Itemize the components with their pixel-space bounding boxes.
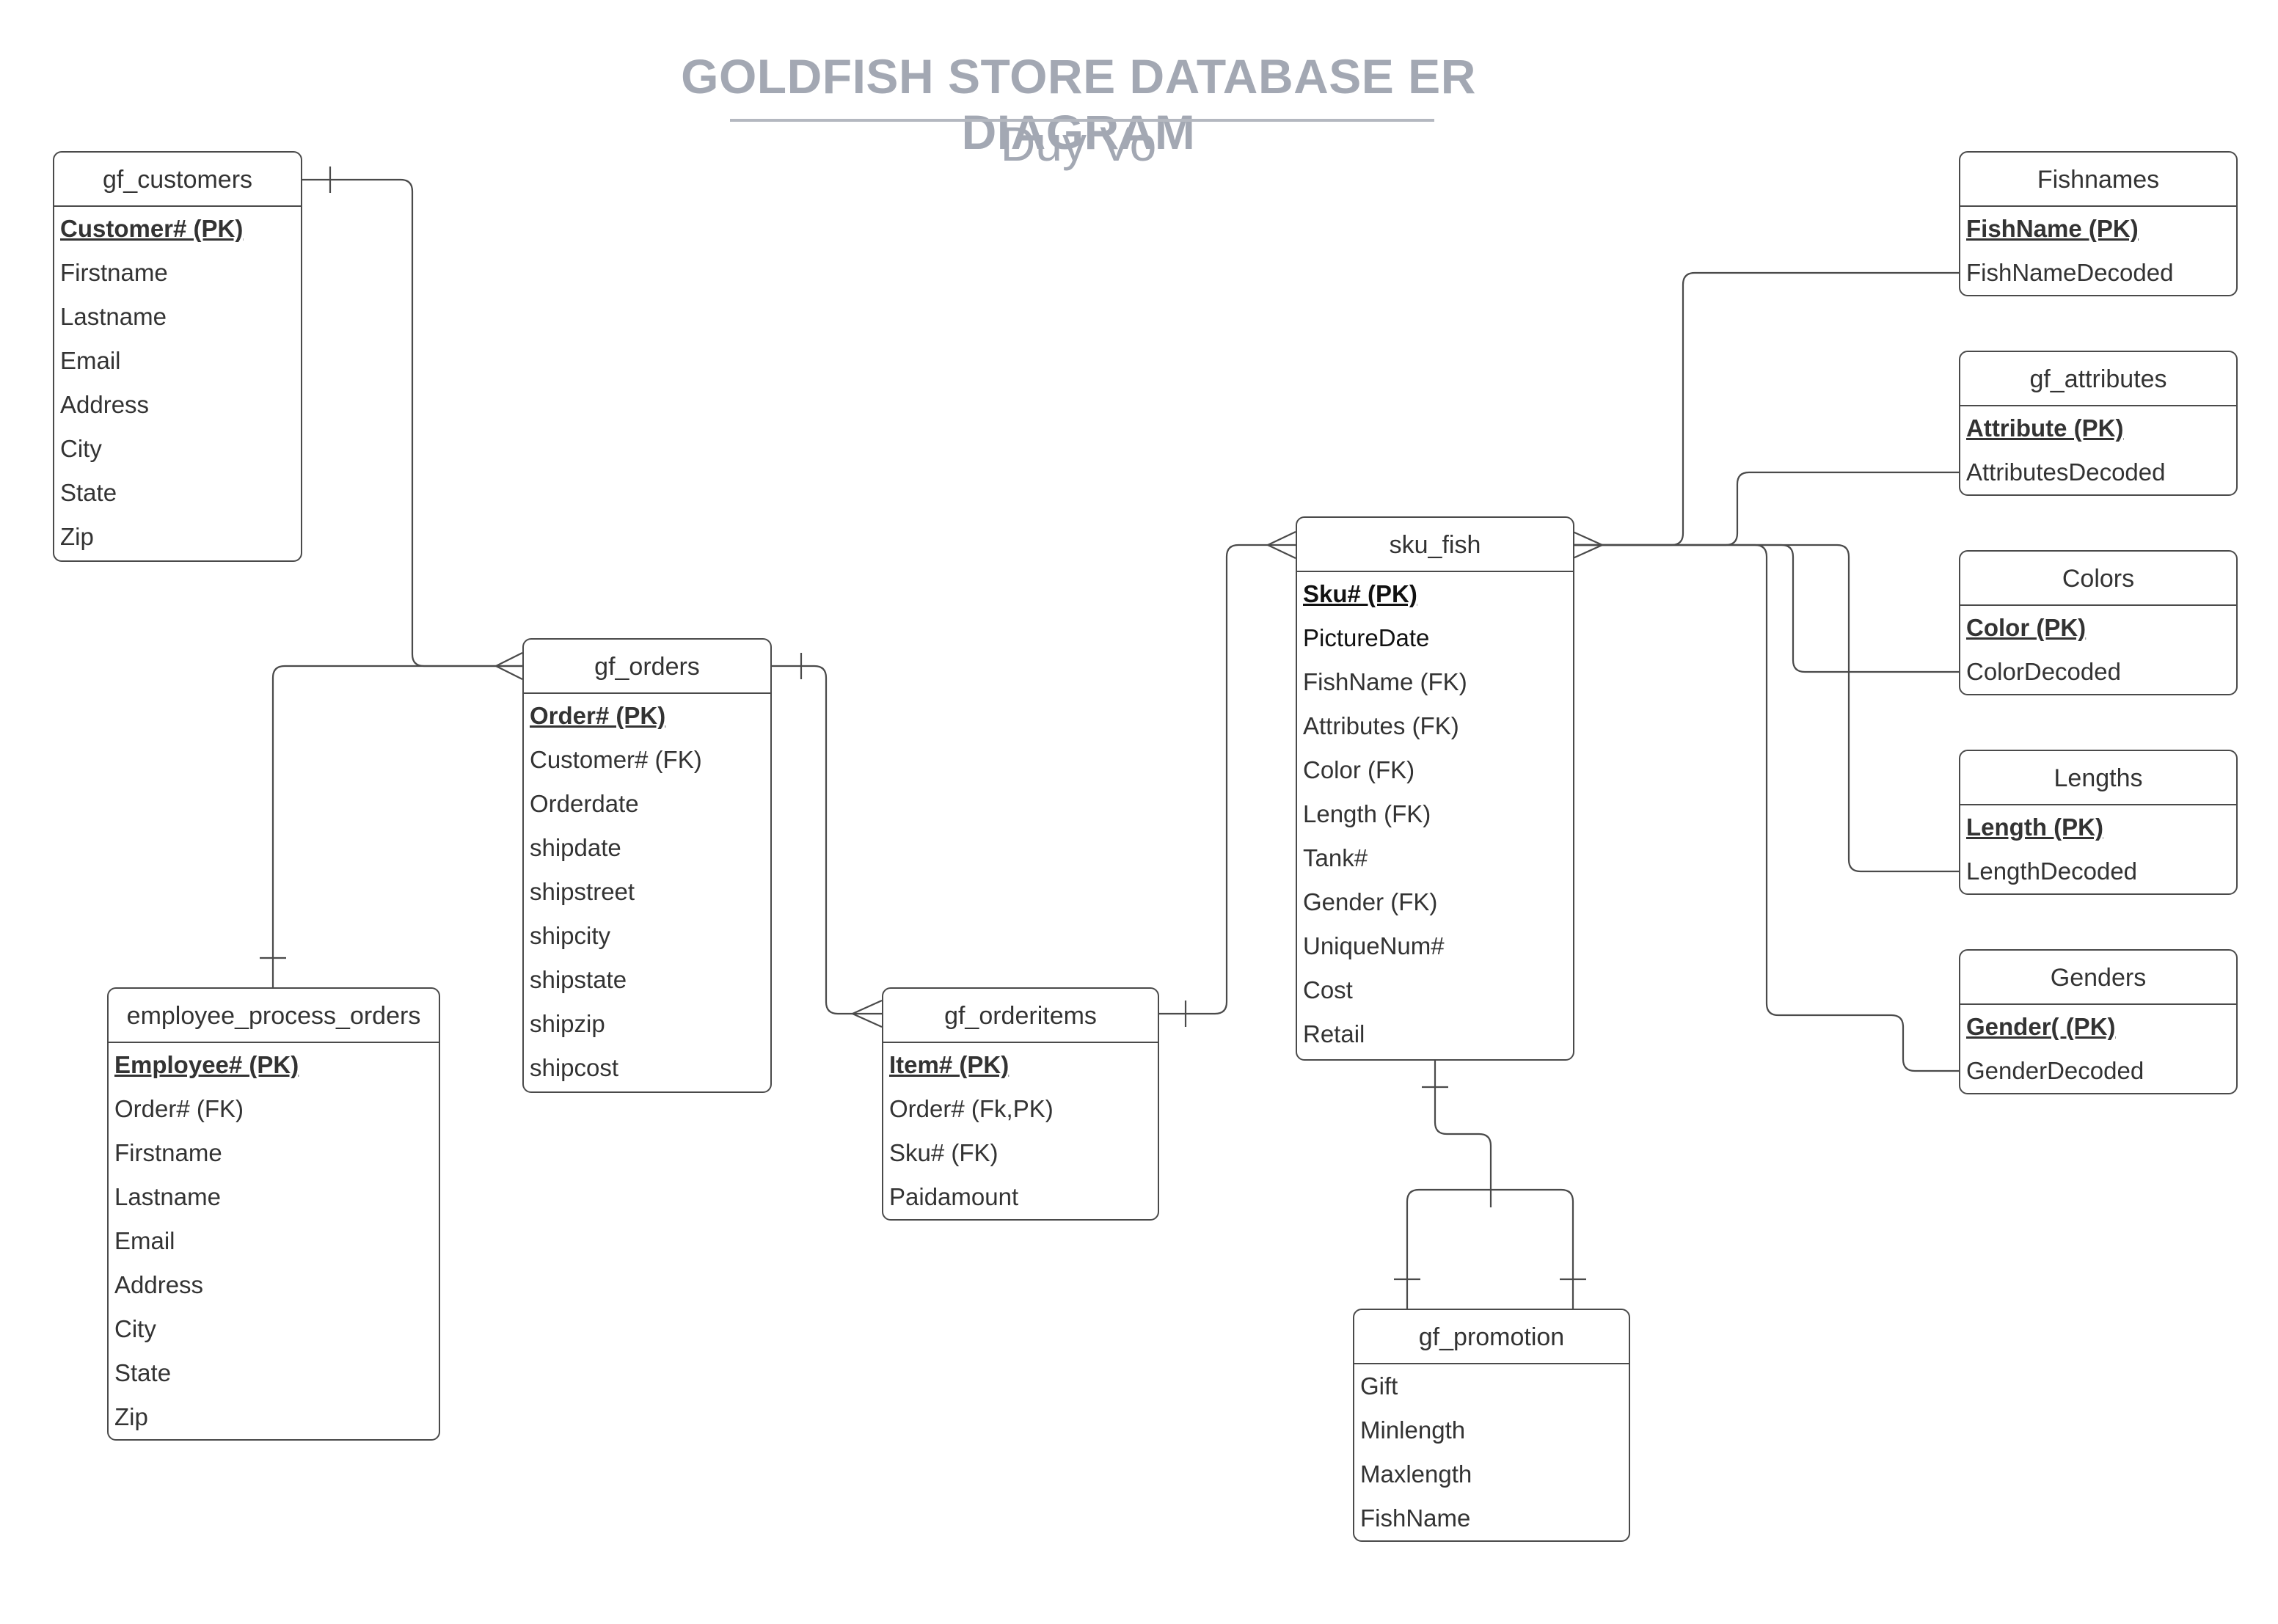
entity-name: sku_fish bbox=[1297, 518, 1573, 572]
title-divider bbox=[730, 119, 1434, 122]
attribute-row: Address bbox=[60, 391, 150, 418]
relationship-skufish-fishnames bbox=[1573, 271, 1959, 546]
attribute-row: Firstname bbox=[60, 259, 168, 286]
attribute-row: Maxlength bbox=[1360, 1460, 1472, 1488]
entity-name: gf_promotion bbox=[1354, 1310, 1629, 1364]
attribute-row: FishNameDecoded bbox=[1966, 259, 2174, 286]
primary-key-attribute: FishName (PK) bbox=[1966, 215, 2139, 242]
attribute-row: Order# (FK) bbox=[114, 1095, 244, 1122]
attribute-row: Gift bbox=[1360, 1372, 1398, 1400]
relationship-skufish-lengths bbox=[1573, 544, 1959, 873]
attribute-row: shipcost bbox=[530, 1054, 619, 1081]
attribute-row: Paidamount bbox=[889, 1183, 1019, 1210]
diagram-title: GOLDFISH STORE DATABASE ER DIAGRAM bbox=[681, 49, 1476, 159]
diagram-author: Duy Vo bbox=[1000, 117, 1157, 171]
crowsfoot-skufish-right bbox=[1572, 530, 1603, 560]
primary-key-attribute: Order# (PK) bbox=[530, 702, 666, 729]
entity-name: Colors bbox=[1960, 552, 2236, 606]
entity-name: Genders bbox=[1960, 951, 2236, 1005]
entity-name: Fishnames bbox=[1960, 153, 2236, 207]
entity-name: gf_attributes bbox=[1960, 352, 2236, 406]
attribute-row: Minlength bbox=[1360, 1416, 1466, 1444]
attribute-row: UniqueNum# bbox=[1303, 932, 1445, 959]
attribute-row: Orderdate bbox=[530, 790, 639, 817]
attribute-row: Zip bbox=[114, 1403, 148, 1430]
relationship-skufish-genders bbox=[1573, 544, 1959, 1072]
attribute-row: Sku# (FK) bbox=[889, 1139, 999, 1166]
attribute-row: LengthDecoded bbox=[1966, 857, 2138, 885]
attribute-row: shipzip bbox=[530, 1010, 605, 1037]
attribute-row: Cost bbox=[1303, 976, 1353, 1003]
attribute-row: Tank# bbox=[1303, 844, 1368, 871]
primary-key-attribute: Gender( (PK) bbox=[1966, 1013, 2116, 1040]
attribute-row: Lastname bbox=[60, 303, 167, 330]
attribute-row: Order# (Fk,PK) bbox=[889, 1095, 1054, 1122]
attribute-row: AttributesDecoded bbox=[1966, 458, 2166, 486]
primary-key-attribute: Employee# (PK) bbox=[114, 1051, 299, 1078]
relationship-orderitems-skufish bbox=[1158, 531, 1296, 1027]
attribute-row: Address bbox=[114, 1271, 204, 1298]
attribute-row: GenderDecoded bbox=[1966, 1057, 2144, 1084]
attribute-row: Email bbox=[60, 347, 121, 374]
relationship-customers-orders bbox=[301, 167, 523, 680]
primary-key-attribute: Length (PK) bbox=[1966, 813, 2103, 841]
attribute-row: Retail bbox=[1303, 1020, 1365, 1047]
attribute-row: Attributes (FK) bbox=[1303, 712, 1459, 739]
attribute-row: State bbox=[60, 479, 117, 506]
relationship-orders-orderitems bbox=[772, 653, 883, 1028]
attribute-row: Color (FK) bbox=[1303, 756, 1415, 783]
primary-key-attribute: Item# (PK) bbox=[889, 1051, 1010, 1078]
attribute-row: City bbox=[60, 435, 102, 462]
primary-key-attribute: Attribute (PK) bbox=[1966, 414, 2124, 442]
primary-key-attribute: Customer# (PK) bbox=[60, 215, 244, 242]
relationship-skufish-attributes bbox=[1573, 471, 1959, 546]
entity-name: employee_process_orders bbox=[109, 989, 439, 1043]
attribute-row: Gender (FK) bbox=[1303, 888, 1438, 915]
primary-key-attribute: Color (PK) bbox=[1966, 614, 2087, 641]
entity-name: gf_orders bbox=[524, 640, 770, 694]
entity-name: gf_orderitems bbox=[883, 989, 1158, 1043]
attribute-row: Customer# (FK) bbox=[530, 746, 702, 773]
attribute-row: Length (FK) bbox=[1303, 800, 1431, 827]
attribute-row: Zip bbox=[60, 523, 94, 550]
attribute-row: shipstreet bbox=[530, 878, 635, 905]
attribute-row: PictureDate bbox=[1303, 624, 1430, 651]
entity-name: gf_customers bbox=[54, 153, 301, 207]
attribute-row: State bbox=[114, 1359, 172, 1386]
entity-name: Lengths bbox=[1960, 751, 2236, 805]
attribute-row: FishName (FK) bbox=[1303, 668, 1467, 695]
attribute-row: shipcity bbox=[530, 922, 611, 949]
attribute-row: Firstname bbox=[114, 1139, 222, 1166]
attribute-row: City bbox=[114, 1315, 156, 1342]
attribute-row: Lastname bbox=[114, 1183, 221, 1210]
primary-key-attribute: Sku# (PK) bbox=[1303, 580, 1417, 607]
relationship-employees-orders bbox=[260, 665, 522, 989]
attribute-row: Email bbox=[114, 1227, 175, 1254]
attribute-row: FishName bbox=[1360, 1504, 1471, 1532]
attribute-row: shipdate bbox=[530, 834, 621, 861]
attribute-row: shipstate bbox=[530, 966, 627, 993]
attribute-row: ColorDecoded bbox=[1966, 658, 2121, 685]
relationship-skufish-promotion bbox=[1394, 1059, 1586, 1309]
